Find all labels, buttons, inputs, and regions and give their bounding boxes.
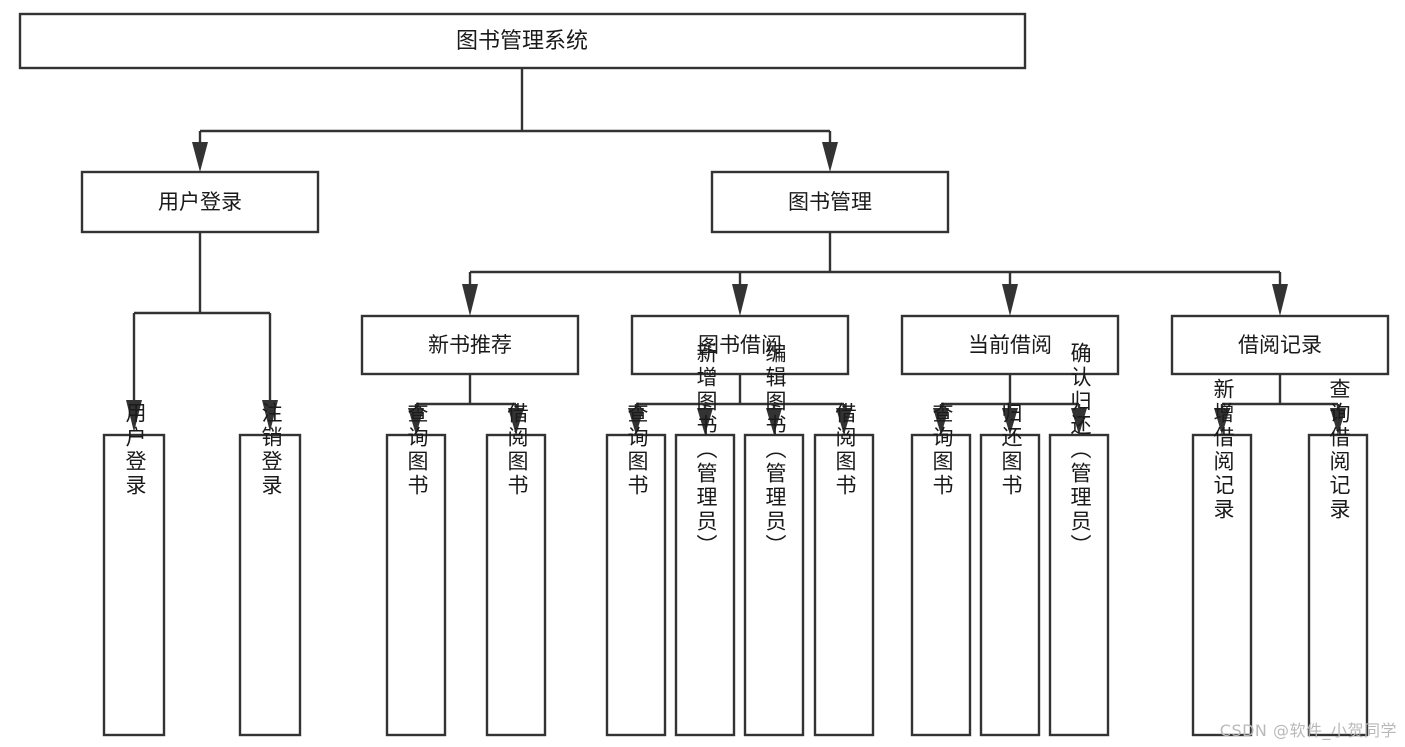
leaf-node[interactable]: 注销登录 — [238, 402, 302, 737]
leaf-borrow-lend-box[interactable] — [813, 433, 875, 737]
node-root-label: 图书管理系统 — [456, 29, 588, 54]
leaf-records-query-box[interactable] — [1307, 433, 1369, 737]
arrow-userlogin-leaf-1 — [126, 400, 142, 432]
arrow-borrow-leaf-1 — [628, 408, 644, 435]
leaf-user-login-label: 用户登录 — [123, 402, 147, 498]
leaf-logout-label: 注销登录 — [259, 402, 283, 498]
arrow-bookmgmt-to-current — [1002, 284, 1018, 316]
leaf-node[interactable]: 新增借阅记录 — [1191, 378, 1253, 737]
arrow-records-leaf-2 — [1330, 408, 1346, 435]
node-borrow-records[interactable]: 借阅记录 — [1170, 314, 1390, 376]
leaf-records-add-box[interactable] — [1191, 433, 1253, 737]
arrow-bookmgmt-to-newbook — [462, 284, 478, 316]
node-book-borrow-label: 图书借阅 — [698, 333, 782, 357]
leaf-current-return-label: 归还图书 — [999, 402, 1023, 498]
arrow-root-to-book-mgmt — [822, 142, 838, 172]
leaf-node[interactable]: 编辑图书（管理员） — [743, 342, 805, 737]
arrow-userlogin-leaf-2 — [262, 400, 278, 432]
leaf-user-login-box[interactable] — [102, 433, 166, 737]
leaf-newbook-query-label: 查询图书 — [405, 402, 429, 498]
arrow-current-leaf-1 — [933, 408, 949, 435]
leaf-newbook-borrow-label: 借阅图书 — [505, 402, 529, 498]
arrow-current-leaf-2 — [1002, 408, 1018, 435]
leaf-node[interactable]: 确认归还（管理员） — [1048, 342, 1110, 737]
node-new-book-recommend-box[interactable] — [360, 314, 580, 376]
node-new-book-recommend[interactable]: 新书推荐 — [360, 314, 580, 376]
arrow-borrow-leaf-4 — [836, 408, 852, 435]
leaf-newbook-query-box[interactable] — [385, 433, 447, 737]
node-current-borrow-box[interactable] — [900, 314, 1120, 376]
leaf-borrow-lend-label: 借阅图书 — [833, 402, 857, 498]
leaf-node[interactable]: 新增图书（管理员） — [674, 342, 736, 737]
arrow-bookmgmt-to-borrow — [732, 284, 748, 316]
node-book-borrow[interactable]: 图书借阅 — [630, 314, 850, 376]
node-current-borrow[interactable]: 当前借阅 — [900, 314, 1120, 376]
leaf-node[interactable]: 归还图书 — [979, 402, 1041, 737]
csdn-watermark: CSDN @软件_小贺同学 — [1219, 721, 1397, 740]
node-book-management-label: 图书管理 — [788, 190, 872, 214]
leaf-records-add-label: 新增借阅记录 — [1211, 378, 1235, 522]
leaf-current-confirm-label: 确认归还（管理员） — [1068, 342, 1092, 558]
leaf-current-query-box[interactable] — [910, 433, 972, 737]
node-book-management[interactable]: 图书管理 — [710, 170, 950, 234]
node-user-login-label: 用户登录 — [158, 190, 242, 214]
leaf-node[interactable]: 查询图书 — [605, 402, 667, 737]
node-borrow-records-box[interactable] — [1170, 314, 1390, 376]
leaf-borrow-add-label: 新增图书（管理员） — [694, 342, 718, 558]
leaf-borrow-query-box[interactable] — [605, 433, 667, 737]
arrow-root-to-user-login — [192, 142, 208, 172]
leaf-node[interactable]: 用户登录 — [102, 402, 166, 737]
leaf-records-query-label: 查询借阅记录 — [1327, 378, 1351, 522]
node-new-book-recommend-label: 新书推荐 — [428, 333, 512, 357]
arrow-borrow-leaf-3 — [766, 408, 782, 435]
node-book-borrow-box[interactable] — [630, 314, 850, 376]
leaf-node[interactable]: 查询图书 — [385, 402, 447, 737]
leaf-newbook-borrow-box[interactable] — [485, 433, 547, 737]
leaf-borrow-edit-label: 编辑图书（管理员） — [763, 342, 787, 558]
node-root-box[interactable] — [18, 12, 1027, 70]
leaf-logout-box[interactable] — [238, 433, 302, 737]
leaf-current-return-box[interactable] — [979, 433, 1041, 737]
node-root[interactable]: 图书管理系统 — [18, 12, 1027, 70]
arrow-borrow-leaf-2 — [697, 408, 713, 435]
arrow-current-leaf-3 — [1071, 408, 1087, 435]
arrow-records-leaf-1 — [1214, 408, 1230, 435]
leaf-current-query-label: 查询图书 — [930, 402, 954, 498]
leaf-borrow-query-label: 查询图书 — [625, 402, 649, 498]
leaf-node[interactable]: 借阅图书 — [485, 402, 547, 737]
leaf-borrow-edit-box[interactable] — [743, 433, 805, 737]
leaf-borrow-add-box[interactable] — [674, 433, 736, 737]
leaf-node[interactable]: 查询借阅记录 — [1307, 378, 1369, 737]
leaf-node[interactable]: 借阅图书 — [813, 402, 875, 737]
node-current-borrow-label: 当前借阅 — [968, 333, 1052, 357]
node-user-login[interactable]: 用户登录 — [80, 170, 320, 234]
arrow-newbook-leaf-2 — [508, 408, 524, 435]
arrow-bookmgmt-to-records — [1272, 284, 1288, 316]
node-user-login-box[interactable] — [80, 170, 320, 234]
leaf-node[interactable]: 查询图书 — [910, 402, 972, 737]
node-borrow-records-label: 借阅记录 — [1238, 333, 1322, 357]
node-book-management-box[interactable] — [710, 170, 950, 234]
leaf-current-confirm-box[interactable] — [1048, 433, 1110, 737]
arrow-newbook-leaf-1 — [408, 408, 424, 435]
connector-layer — [126, 68, 1346, 435]
